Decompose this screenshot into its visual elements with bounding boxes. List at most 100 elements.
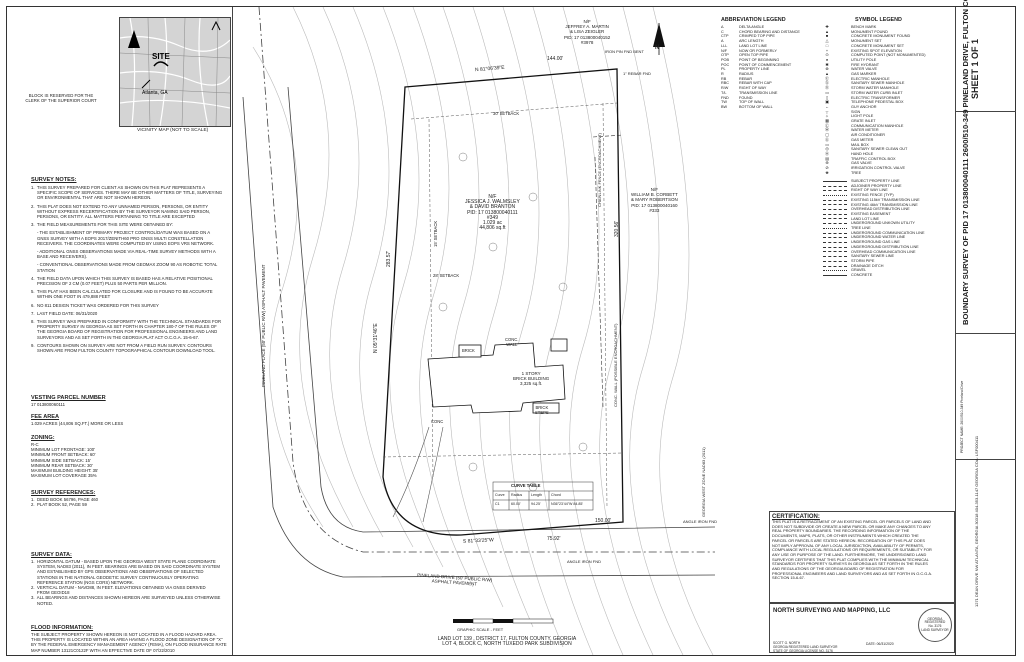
line-legend-row: OVERHEAD COMMUNICATION LINE: [823, 250, 953, 255]
legend-symbol-label: UTILITY POLE: [851, 57, 877, 62]
legend-symbol-icon: ▣: [825, 100, 829, 105]
line-legend-label: STORM PIPE: [851, 258, 875, 263]
plan-drawing: [242, 7, 715, 655]
symbol-legend-title: SYMBOL LEGEND: [855, 17, 902, 23]
curve-header-cell: Curve: [495, 493, 505, 497]
left-bearing: N 05°31'46"E: [373, 323, 379, 353]
wall-note: CONC. WALL (POSSIBLE ENCROACHMENT): [613, 323, 618, 408]
surveyor-signature-block: SCOTT G. NORTH GEORGIA REGISTERED LAND S…: [773, 641, 838, 653]
abbreviation-meaning: CHORD BEARING AND DISTANCE: [739, 29, 800, 34]
left-distance: 283.57': [386, 250, 392, 267]
legend-symbol-icon: ▢: [825, 133, 829, 138]
title-divider: [956, 459, 1016, 460]
line-style-swatch: [823, 204, 847, 206]
flood-info: THE SUBJECT PROPERTY SHOWN HEREON IS NOT…: [31, 632, 227, 653]
abbreviation-code: RB: [721, 76, 727, 81]
conc-wall-label: CONC. WALL: [505, 337, 519, 348]
line-legend-row: UNDERGROUND DISTRIBUTION LINE: [823, 245, 953, 250]
line-style-swatch: [823, 190, 847, 192]
legend-symbol-label: LIGHT POLE: [851, 114, 874, 119]
symbol-row: ⊕GAS VALVE: [823, 161, 953, 166]
owner-block: N/F JESSICA J. WALMSLEY & DAVID BRANTON …: [465, 194, 520, 232]
abbreviation-code: N/F: [721, 48, 728, 53]
line-style-swatch: [823, 223, 847, 225]
line-style-swatch: [823, 227, 847, 229]
line-legend-label: TREE LINE: [851, 226, 871, 231]
survey-references-title: SURVEY REFERENCES:: [31, 490, 96, 496]
line-legend-label: EXISTING 46kV TRANSMISSION LINE: [851, 202, 918, 207]
brick-label: BRICK: [462, 348, 475, 353]
line-legend-label: GRAVEL: [851, 268, 867, 273]
legend-symbol-label: GRATE INLET: [851, 119, 876, 124]
abbreviation-code: R/W: [721, 86, 729, 91]
abbreviation-meaning: TOP OF WALL: [739, 100, 765, 105]
legend-symbol-icon: Ⓖ: [825, 137, 829, 142]
abbreviation-row: N/F NOW OR FORMERLY: [721, 49, 811, 54]
survey-note: 9. CONTOURS SHOWN ON SURVEY ARE NOT FROM…: [31, 342, 216, 354]
line-legend-label: ADJOINER PROPERTY LINE: [851, 183, 902, 188]
fee-area-value: 1.029 ACRES (44,806 SQ.FT.) MORE OR LESS: [31, 421, 124, 426]
angle-iron-left: ANGLE IRON FND: [567, 559, 602, 564]
abbreviation-meaning: CRIMPED TOP PIPE: [739, 34, 775, 39]
certification-text: THIS PLAT IS A RETRACEMENT OF AN EXISTIN…: [772, 519, 933, 581]
front-setback: 28' SETBACK: [433, 273, 460, 278]
line-style-swatch: [823, 246, 847, 248]
legend-symbol-icon: ┬: [825, 109, 829, 114]
abbreviation-code: OTP: [721, 53, 729, 58]
adjoiner-right: N/F WILLIAM B. CORBETT & MARY ROBERTSON …: [631, 187, 678, 213]
symbol-row: ✚BENCH MARK: [823, 25, 953, 30]
curve-header-cell: Radius: [511, 493, 523, 497]
line-style-swatch: [823, 270, 847, 272]
legend-symbol-label: ELECTRIC TRANSFORMER: [851, 95, 901, 100]
abbreviation-meaning: PROPERTY LINE: [739, 67, 770, 72]
line-style-swatch: [823, 185, 847, 187]
legend-symbol-label: MAIL BOX: [851, 142, 869, 147]
seal-text: GEORGIA REGISTERED No. 3176 LAND SURVEYO…: [921, 616, 949, 632]
legend-symbol-label: MONUMENT FOUND: [851, 29, 888, 34]
line-legend-label: SUBJECT PROPERTY LINE: [851, 179, 900, 183]
legend-symbol-icon: ⊘: [825, 166, 829, 171]
line-legend-label: CONCRETE: [851, 273, 873, 278]
curve-header-cell: Chord: [551, 493, 561, 497]
firm-box: NORTH SURVEYING AND MAPPING, LLC SCOTT G…: [769, 603, 955, 653]
line-legend-label: RIGHT OF WAY LINE: [851, 188, 888, 193]
legend-symbol-label: AIR CONDITIONER: [851, 133, 885, 138]
title-divider: [956, 111, 1016, 112]
line-legend-row: DRAINAGE DITCH: [823, 264, 953, 269]
abbreviation-code: Δ: [721, 25, 724, 29]
abbreviation-code: A: [721, 39, 724, 44]
state-plane-zone: GEORGIA WEST ZONE NAD83 (2011): [701, 447, 706, 517]
building-footprint: [427, 338, 568, 414]
abbreviation-legend-title: ABBREVIATION LEGEND: [721, 17, 786, 23]
legend-symbol-label: GAS MARKER: [851, 72, 877, 77]
abbreviation-code: R: [721, 72, 724, 77]
abbreviation-meaning: POINT OF BEGINNING: [739, 57, 780, 62]
vicinity-map-title: VICINITY MAP (NOT TO SCALE): [137, 128, 209, 133]
legend-symbol-label: STORM WATER CURB INLET: [851, 90, 903, 95]
symbol-row: ◎SANITARY SEWER CLEAN OUT: [823, 147, 953, 152]
legend-symbol-icon: ▭: [825, 90, 829, 95]
abbreviation-meaning: NOW OR FORMERLY: [739, 48, 777, 53]
abbreviation-meaning: DELTA ANGLE: [739, 25, 765, 29]
abbreviation-meaning: FOUND: [739, 95, 753, 100]
vicinity-map: SITE Atlanta, GA: [119, 17, 231, 127]
legend-symbol-icon: ▲: [825, 72, 829, 77]
line-legend-row: UNDERGROUND UNKOWN UTILITY: [823, 221, 953, 226]
legend-symbol-label: TRAFFIC CONTROL BOX: [851, 156, 896, 161]
line-style-swatch: [823, 213, 847, 215]
legend-symbol-label: IRRIGATION CONTROL VALVE: [851, 166, 906, 171]
line-legend-label: UNDERGROUND DISTRIBUTION LINE: [851, 244, 919, 249]
certification-title: CERTIFICATION:: [772, 514, 820, 520]
legend-symbol-icon: ⊙: [825, 53, 829, 58]
